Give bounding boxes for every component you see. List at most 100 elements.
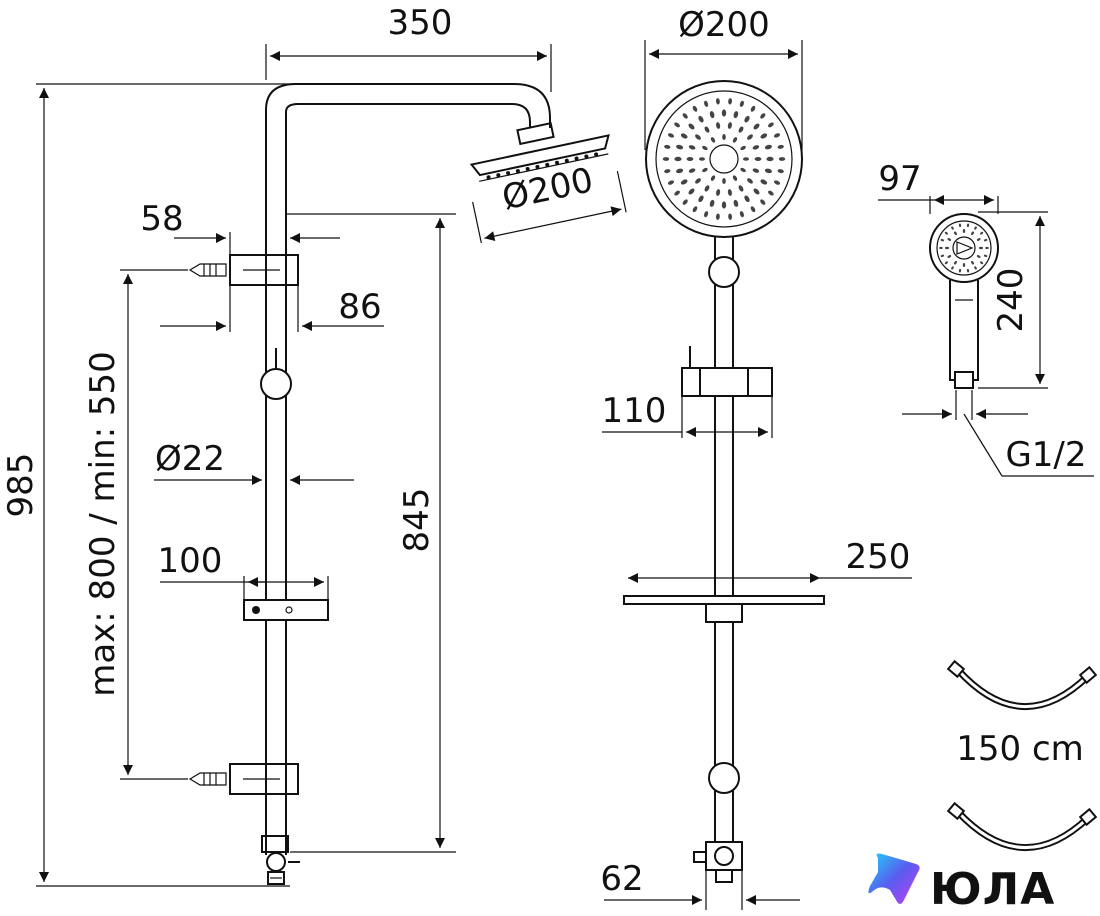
nozzle	[778, 157, 786, 161]
nozzle	[740, 167, 746, 173]
nozzle	[773, 180, 781, 185]
nozzle	[722, 134, 726, 140]
nozzle	[750, 105, 756, 112]
nozzle	[747, 178, 753, 184]
nozzle	[747, 134, 753, 140]
nozzle	[980, 261, 984, 265]
nozzle	[971, 231, 974, 236]
nozzle	[773, 133, 781, 138]
nozzle	[674, 122, 680, 128]
nozzle	[716, 122, 721, 129]
hand-thread-label: G1/2	[1005, 435, 1086, 475]
nozzle	[983, 238, 988, 242]
nozzle	[954, 260, 957, 265]
nozzle	[688, 168, 696, 173]
hand-length-label: 240	[991, 268, 1031, 333]
nozzle	[740, 145, 746, 151]
nozzle	[704, 211, 709, 218]
shower-head-icon	[645, 80, 803, 238]
nozzle	[695, 134, 701, 140]
nozzle	[682, 113, 688, 119]
nozzle	[676, 144, 684, 150]
nozzle	[966, 223, 970, 228]
nozzle	[664, 144, 671, 149]
nozzle	[674, 190, 680, 196]
nozzle	[940, 238, 945, 242]
slider-width-label: 100	[158, 541, 223, 581]
nozzle	[764, 144, 772, 150]
wall-screw-icon	[188, 772, 227, 786]
nozzle	[738, 126, 744, 133]
brand-logo-icon	[868, 853, 920, 904]
nozzle	[702, 167, 708, 173]
nozzle	[743, 157, 749, 161]
nozzle	[760, 113, 766, 119]
nozzle	[704, 126, 710, 133]
nozzle	[692, 206, 698, 213]
nozzle	[947, 238, 952, 241]
nozzle	[777, 169, 784, 174]
brand-name: ЮЛА	[930, 864, 1055, 915]
nozzle	[722, 178, 726, 184]
bottom-width-label: 62	[600, 859, 643, 899]
nozzle	[753, 188, 760, 195]
hose-length-label: 150 cm	[956, 729, 1084, 769]
nozzle	[662, 157, 670, 161]
nozzle	[698, 115, 704, 123]
nozzle	[692, 105, 698, 112]
nozzle	[710, 137, 716, 143]
nozzle	[945, 246, 949, 250]
nozzle	[760, 179, 768, 185]
hand-shower-dimensions	[878, 195, 1094, 477]
side-view-dimensions	[36, 44, 627, 887]
mixer-body	[681, 367, 773, 397]
nozzle	[958, 268, 962, 273]
bracket-width-label: 58	[140, 199, 183, 239]
nozzle	[721, 201, 727, 209]
nozzle	[733, 199, 739, 207]
bottom-wall-bracket	[229, 763, 299, 795]
nozzle	[698, 195, 704, 203]
nozzle	[686, 157, 694, 161]
adjust-range-label: max: 800 / min: 550	[83, 351, 123, 697]
arm-length-label: 350	[388, 3, 453, 43]
nozzle	[732, 175, 738, 181]
nozzle	[728, 213, 733, 220]
nozzle	[704, 185, 710, 192]
nozzle	[699, 157, 705, 161]
nozzle	[939, 246, 943, 250]
nozzle	[688, 123, 695, 130]
nozzle	[754, 157, 762, 161]
nozzle	[738, 185, 744, 192]
bracket-depth-label: 86	[338, 287, 381, 327]
shelf-width-label: 250	[846, 537, 911, 577]
nozzle	[709, 199, 715, 207]
nozzle	[944, 261, 948, 265]
nozzle	[944, 231, 948, 235]
nozzle	[980, 231, 984, 235]
nozzle	[750, 206, 756, 213]
nozzle	[753, 123, 760, 130]
nozzle	[715, 98, 720, 105]
nozzle	[682, 199, 688, 205]
nozzle	[966, 268, 970, 273]
nozzle	[962, 229, 966, 233]
nozzle	[664, 169, 671, 174]
nozzle	[974, 266, 977, 270]
mixer-width-label: 110	[602, 391, 667, 431]
nozzle	[979, 246, 983, 250]
hose-icon	[946, 801, 1098, 852]
nozzle	[951, 226, 954, 230]
nozzle	[958, 223, 962, 228]
nozzle	[976, 238, 981, 241]
nozzle	[680, 133, 688, 139]
nozzle	[739, 211, 744, 218]
total-height-label: 985	[1, 453, 41, 518]
nozzle	[974, 226, 977, 230]
nozzle	[727, 189, 732, 196]
nozzle	[760, 199, 766, 205]
pipe-diameter-label: Ø22	[155, 439, 225, 479]
hand-shower-icon	[929, 213, 999, 389]
nozzle	[752, 168, 760, 173]
